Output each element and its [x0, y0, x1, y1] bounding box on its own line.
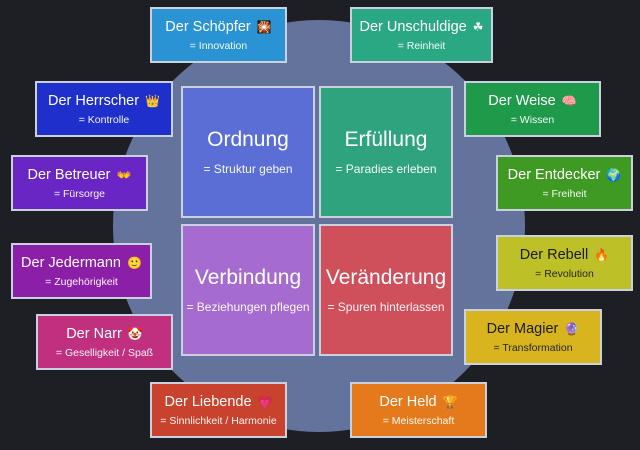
archetype-magier: Der Magier 🔮 = Transformation: [464, 309, 602, 365]
archetype-name: Der Liebende: [164, 393, 252, 410]
archetype-meaning: = Freiheit: [542, 187, 587, 200]
archetype-name: Der Held: [379, 393, 437, 410]
brain-icon: 🧠: [561, 93, 577, 108]
quadrant-title: Veränderung: [325, 266, 447, 290]
quadrant-title: Verbindung: [194, 266, 302, 290]
archetype-name: Der Herrscher: [47, 92, 140, 109]
archetype-name: Der Schöpfer: [165, 18, 251, 35]
archetype-meaning: = Kontrolle: [78, 113, 130, 126]
archetype-meaning: = Reinheit: [397, 39, 446, 52]
archetype-name: Der Entdecker: [507, 166, 601, 183]
archetype-name: Der Jedermann: [21, 254, 121, 271]
archetype-name: Der Rebell: [519, 246, 589, 263]
heart-icon: 💗: [257, 394, 273, 409]
archetype-name: Der Weise: [488, 92, 556, 109]
archetype-meaning: = Geselligkeit / Spaß: [55, 346, 154, 359]
archetype-held: Der Held 🏆 = Meisterschaft: [350, 382, 487, 438]
archetype-betreuer: Der Betreuer 👐 = Fürsorge: [11, 155, 148, 211]
archetype-meaning: = Zugehörigkeit: [45, 275, 118, 288]
quadrant-erfuellung: Erfüllung = Paradies erleben: [319, 86, 453, 218]
archetype-unschuldige: Der Unschuldige ☘ = Reinheit: [350, 7, 493, 63]
archetype-meaning: = Wissen: [510, 113, 555, 126]
archetype-meaning: = Fürsorge: [53, 187, 106, 200]
open-hands-icon: 👐: [116, 167, 132, 182]
quadrant-veraenderung: Veränderung = Spuren hinterlassen: [319, 224, 453, 356]
archetype-weise: Der Weise 🧠 = Wissen: [464, 81, 601, 137]
trophy-icon: 🏆: [442, 394, 458, 409]
quadrant-subtitle: = Spuren hinterlassen: [327, 299, 445, 314]
archetype-meaning: = Revolution: [535, 267, 594, 280]
fire-icon: 🔥: [594, 247, 610, 262]
quadrant-title: Ordnung: [207, 128, 289, 152]
archetype-narr: Der Narr 🤡 = Geselligkeit / Spaß: [36, 314, 173, 370]
archetype-name: Der Betreuer: [27, 166, 111, 183]
archetype-name: Der Narr: [66, 325, 122, 342]
archetype-meaning: = Transformation: [493, 341, 573, 354]
archetype-name: Der Unschuldige: [359, 18, 467, 35]
quadrant-ordnung: Ordnung = Struktur geben: [181, 86, 315, 218]
smiley-icon: 🙂: [127, 255, 142, 270]
quadrant-subtitle: = Paradies erleben: [335, 161, 437, 176]
archetype-meaning: = Innovation: [189, 39, 248, 52]
clown-icon: 🤡: [127, 326, 143, 341]
quadrant-title: Erfüllung: [344, 128, 428, 152]
fireworks-icon: 🎇: [256, 19, 272, 34]
archetype-jedermann: Der Jedermann 🙂 = Zugehörigkeit: [11, 243, 152, 299]
archetype-rebell: Der Rebell 🔥 = Revolution: [496, 235, 633, 291]
archetype-meaning: = Meisterschaft: [382, 414, 455, 427]
archetype-meaning: = Sinnlichkeit / Harmonie: [160, 414, 277, 427]
crown-icon: 👑: [145, 93, 161, 108]
archetype-liebende: Der Liebende 💗 = Sinnlichkeit / Harmonie: [150, 382, 287, 438]
archetype-herrscher: Der Herrscher 👑 = Kontrolle: [35, 81, 173, 137]
archetype-name: Der Magier: [486, 320, 559, 337]
archetype-entdecker: Der Entdecker 🌍 = Freiheit: [496, 155, 633, 211]
quadrant-subtitle: = Beziehungen pflegen: [186, 299, 310, 314]
quadrant-verbindung: Verbindung = Beziehungen pflegen: [181, 224, 315, 356]
shamrock-icon: ☘: [472, 19, 484, 34]
crystal-ball-icon: 🔮: [564, 321, 580, 336]
quadrant-subtitle: = Struktur geben: [203, 161, 293, 176]
globe-icon: 🌍: [606, 167, 622, 182]
archetype-schoepfer: Der Schöpfer 🎇 = Innovation: [150, 7, 287, 63]
